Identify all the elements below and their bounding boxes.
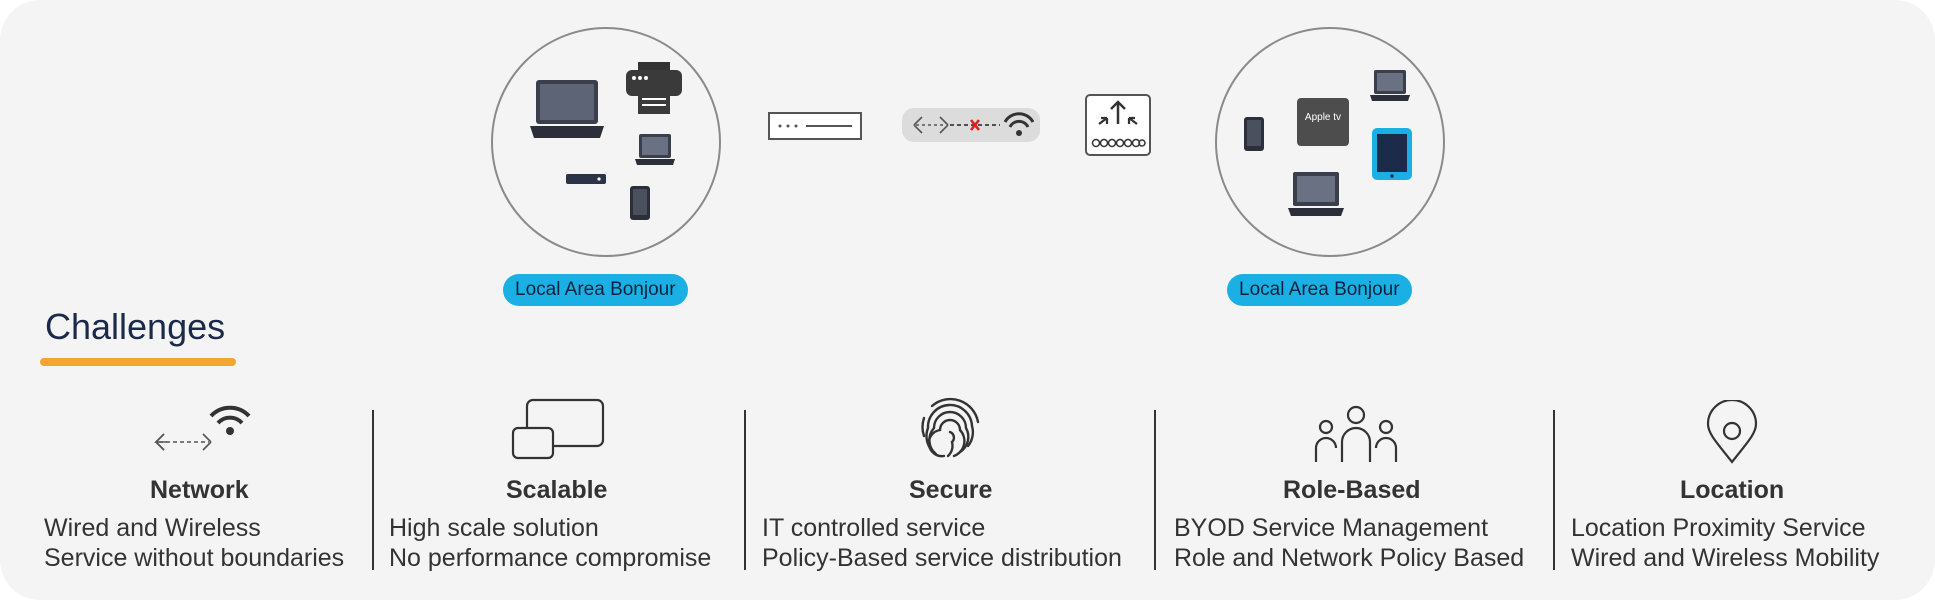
challenge-line: Wired and Wireless xyxy=(44,514,261,542)
apple-tv-icon: Apple tv xyxy=(1297,98,1349,146)
challenge-line: Policy-Based service distribution xyxy=(762,544,1122,572)
column-divider xyxy=(1154,410,1156,570)
scalable-icon xyxy=(511,398,605,460)
phone-icon xyxy=(1244,117,1264,151)
laptop-icon xyxy=(530,80,604,138)
challenge-line: BYOD Service Management xyxy=(1174,514,1489,542)
users-icon xyxy=(1314,405,1398,462)
challenge-heading: Scalable xyxy=(506,476,608,504)
left-device-circle xyxy=(491,27,721,257)
challenge-line: Role and Network Policy Based xyxy=(1174,544,1525,572)
challenge-line: Wired and Wireless Mobility xyxy=(1571,544,1880,572)
laptop-icon xyxy=(1288,172,1344,216)
challenge-line: Service without boundaries xyxy=(44,544,345,572)
laptop-icon xyxy=(1370,70,1410,101)
router-icon xyxy=(1085,94,1151,156)
small-laptop-icon xyxy=(635,134,675,165)
challenge-heading: Location xyxy=(1680,476,1785,504)
right-group-label: Local Area Bonjour xyxy=(1227,274,1412,306)
column-divider xyxy=(744,410,746,570)
challenge-heading: Role-Based xyxy=(1283,476,1421,504)
left-group-label: Local Area Bonjour xyxy=(503,274,688,306)
switch-icon xyxy=(768,112,862,140)
challenge-line: No performance compromise xyxy=(389,544,712,572)
tablet-icon xyxy=(1372,128,1412,180)
right-device-circle xyxy=(1215,27,1445,257)
fingerprint-icon xyxy=(921,397,980,458)
phone-icon xyxy=(630,186,650,220)
column-divider xyxy=(372,410,374,570)
challenge-heading: Secure xyxy=(909,476,993,504)
wired-wireless-blocked-icon xyxy=(902,108,1040,142)
challenges-underline xyxy=(40,358,236,366)
challenge-line: IT controlled service xyxy=(762,514,986,542)
challenge-line: High scale solution xyxy=(389,514,599,542)
challenge-heading: Network xyxy=(150,476,249,504)
challenges-title: Challenges xyxy=(45,306,226,347)
printer-icon xyxy=(626,62,682,114)
column-divider xyxy=(1553,410,1555,570)
set-top-box-icon xyxy=(566,174,606,184)
network-icon xyxy=(154,405,251,451)
apple-tv-label: Apple tv xyxy=(1304,112,1342,123)
challenge-line: Location Proximity Service xyxy=(1571,514,1866,542)
location-pin-icon xyxy=(1706,400,1758,464)
